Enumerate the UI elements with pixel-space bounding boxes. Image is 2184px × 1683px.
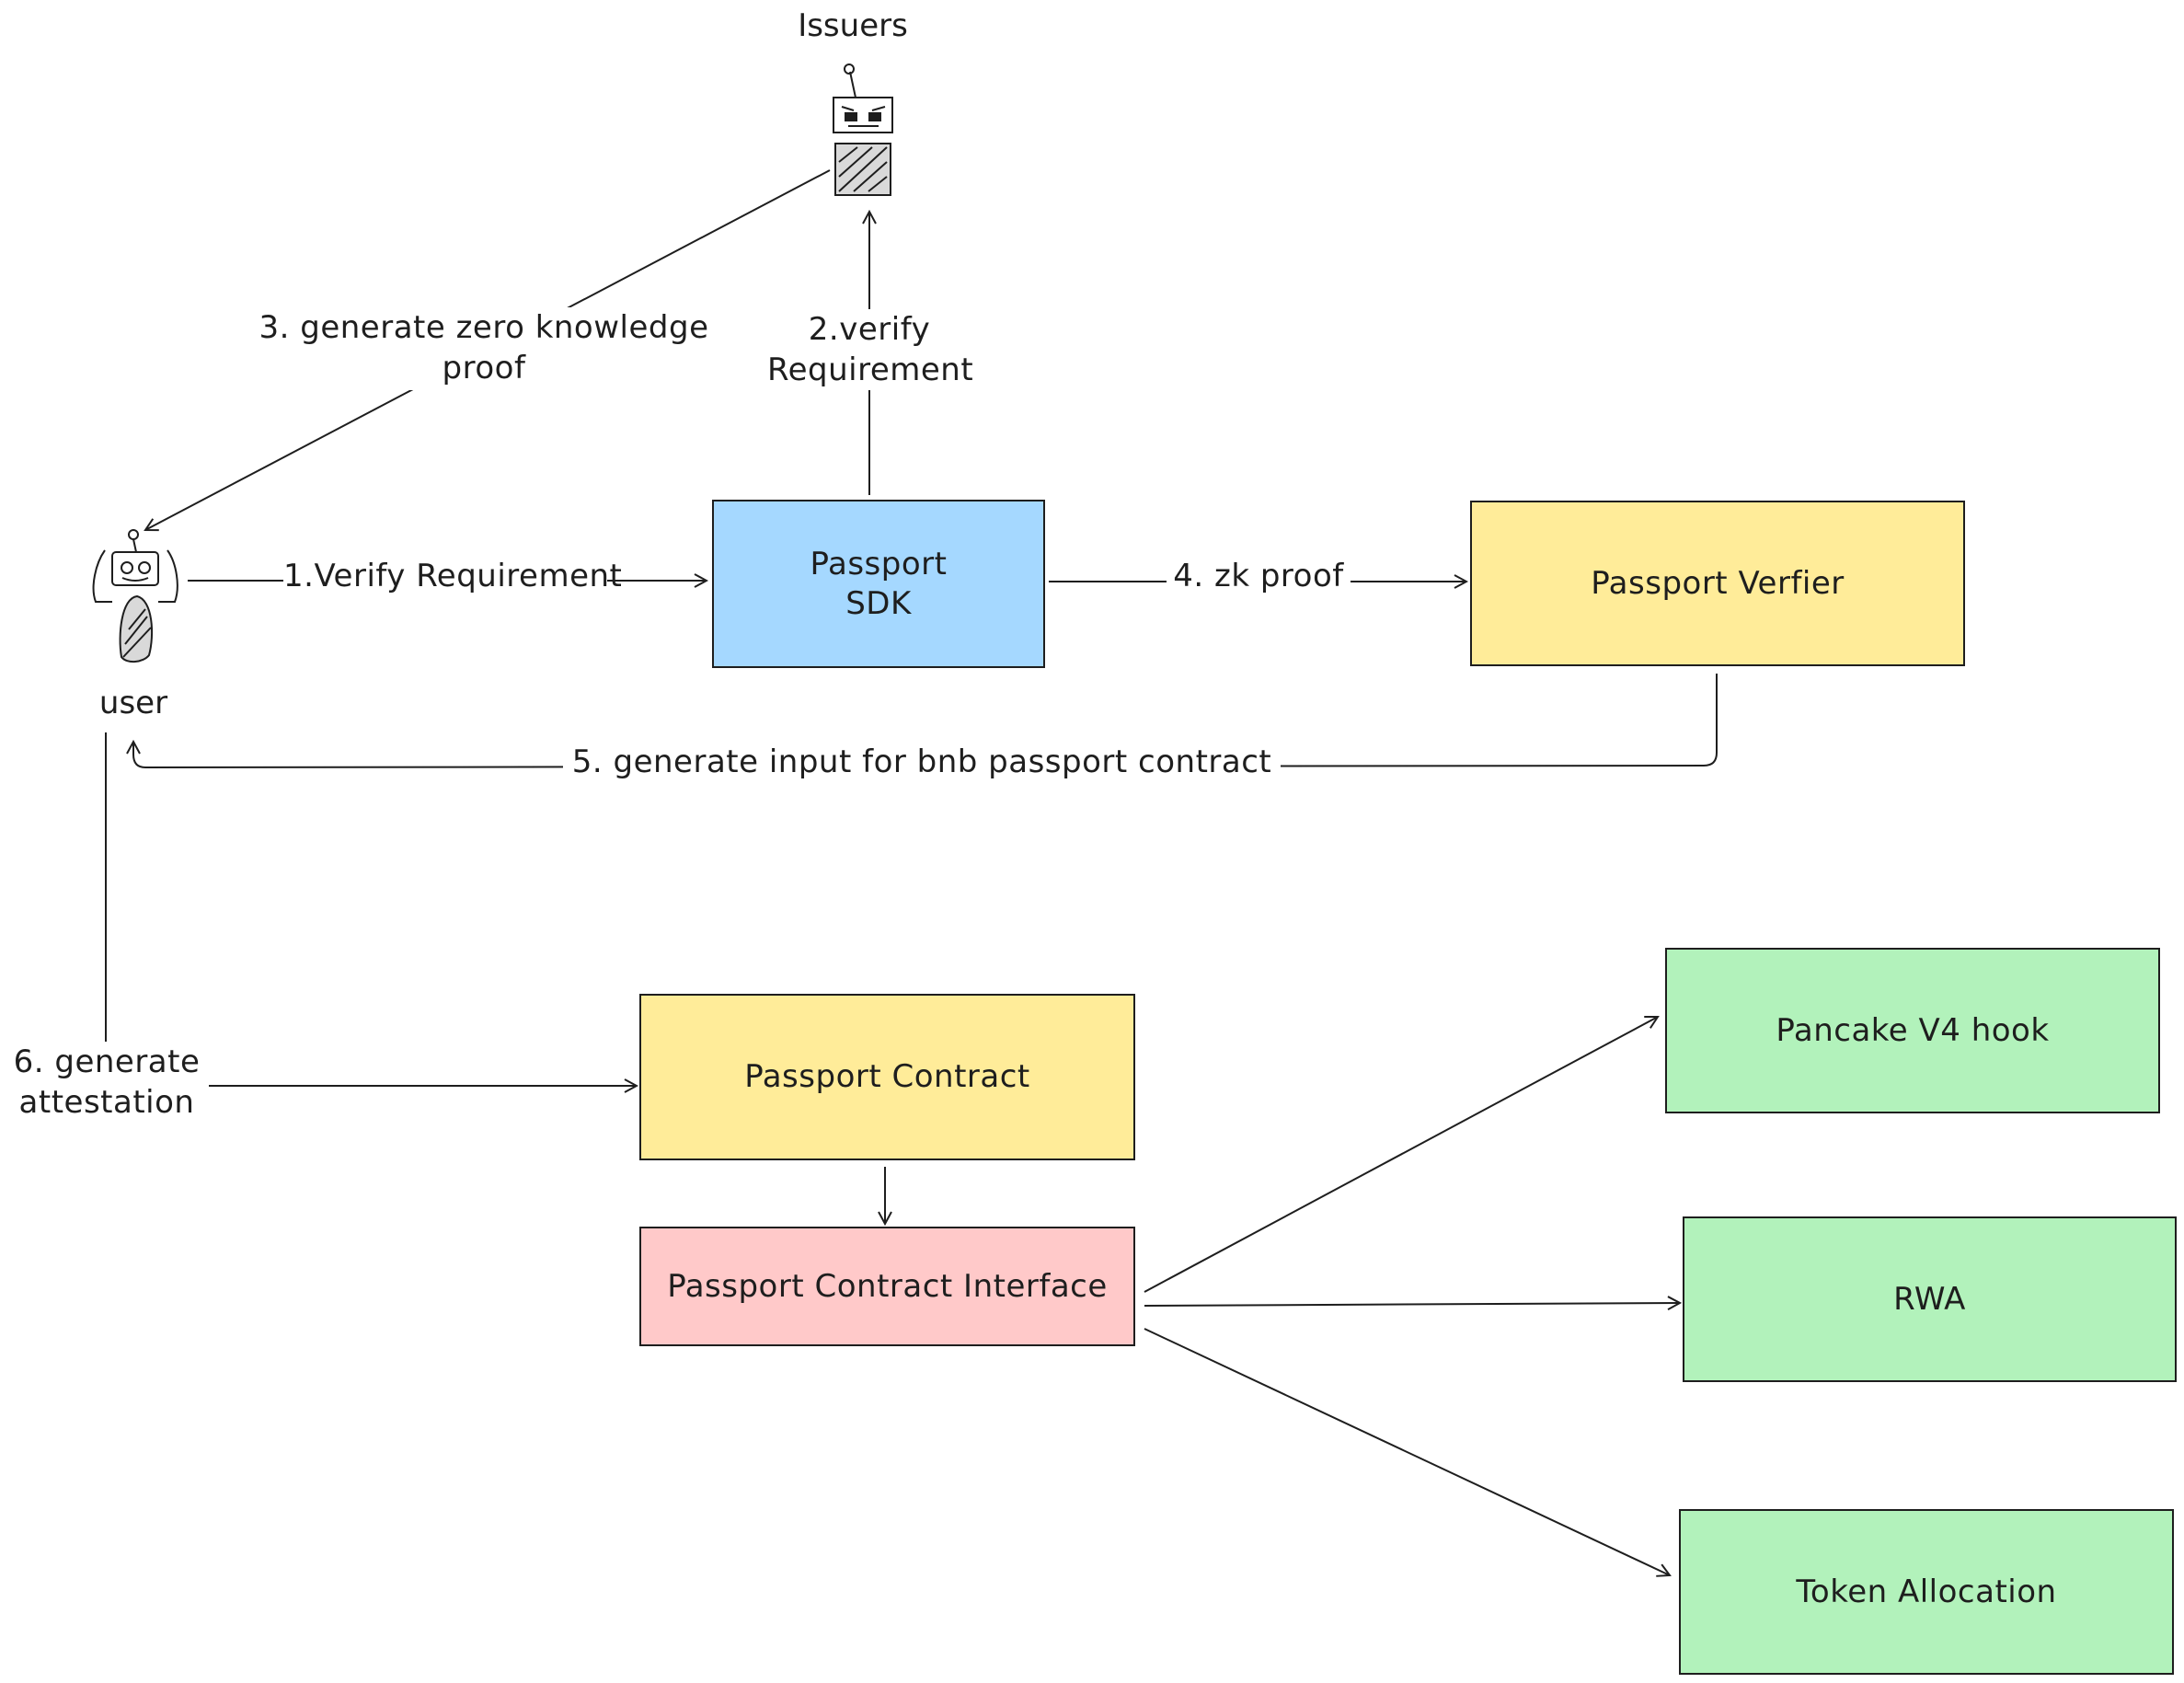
edge-label-step6: 6. generate attestation bbox=[5, 1042, 209, 1124]
passport-contract-label: Passport Contract bbox=[744, 1058, 1030, 1096]
robot-icon bbox=[92, 529, 178, 663]
edge-label-step3: 3. generate zero knowledge proof bbox=[258, 307, 710, 390]
edge-generate-attestation bbox=[105, 732, 637, 1086]
passport-verifier-node: Passport Verfier bbox=[1470, 501, 1965, 666]
passport-sdk-node: Passport SDK bbox=[712, 500, 1045, 668]
rwa-node: RWA bbox=[1683, 1216, 2177, 1382]
passport-sdk-label: Passport SDK bbox=[810, 546, 948, 622]
edge-interface-to-rwa bbox=[1144, 1303, 1680, 1306]
token-allocation-label: Token Allocation bbox=[1796, 1573, 2057, 1610]
rwa-label: RWA bbox=[1893, 1280, 1966, 1318]
edge-label-step4: 4. zk proof bbox=[1167, 556, 1351, 597]
passport-contract-interface-node: Passport Contract Interface bbox=[639, 1227, 1135, 1346]
issuers-label: Issuers bbox=[798, 7, 908, 44]
pancake-v4-hook-node: Pancake V4 hook bbox=[1665, 948, 2160, 1113]
edge-interface-to-token bbox=[1144, 1328, 1670, 1575]
passport-contract-node: Passport Contract bbox=[639, 994, 1135, 1160]
passport-contract-interface-label: Passport Contract Interface bbox=[667, 1267, 1108, 1305]
edge-label-step1: 1.Verify Requirement bbox=[283, 556, 622, 597]
token-allocation-node: Token Allocation bbox=[1679, 1509, 2174, 1675]
pancake-v4-hook-label: Pancake V4 hook bbox=[1776, 1011, 2050, 1049]
robot-icon bbox=[833, 63, 893, 196]
passport-verifier-label: Passport Verfier bbox=[1591, 564, 1845, 602]
edge-label-step2: 2.verify Requirement bbox=[767, 309, 973, 391]
edge-label-step5: 5. generate input for bnb passport contr… bbox=[563, 742, 1281, 783]
user-label: user bbox=[98, 685, 168, 721]
edge-interface-to-pancake bbox=[1144, 1017, 1658, 1293]
